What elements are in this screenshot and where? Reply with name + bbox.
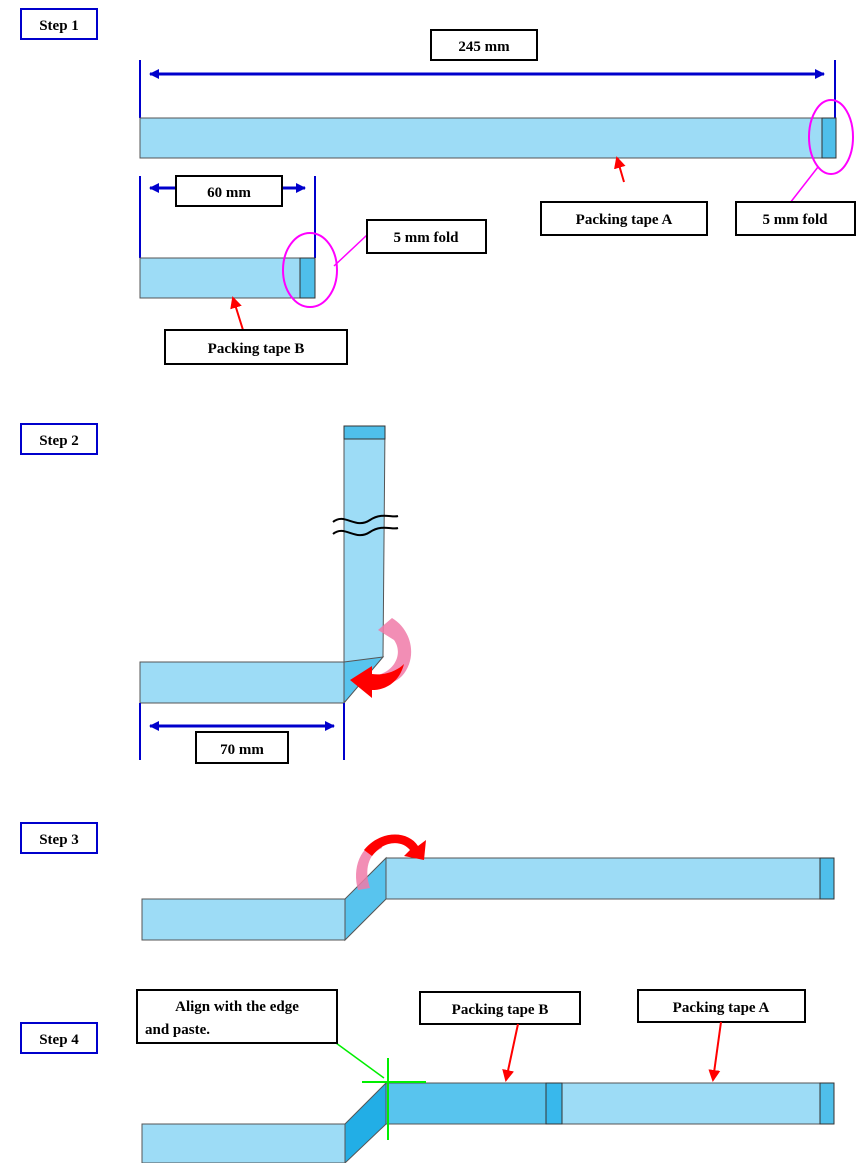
curved-arrow-icon xyxy=(350,618,412,698)
curved-arrow-icon xyxy=(356,834,426,890)
fold-circle-b xyxy=(282,232,338,308)
pointer-arrow-tape-b xyxy=(230,296,244,331)
tape-b-label: Packing tape B xyxy=(164,329,348,365)
step4-badge: Step 4 xyxy=(20,1022,98,1054)
pointer-arrow-tape-a xyxy=(614,156,626,183)
svg-text:Packing tape B: Packing tape B xyxy=(452,1002,549,1018)
svg-text:5 mm fold: 5 mm fold xyxy=(763,212,829,228)
step2-badge: Step 2 xyxy=(20,423,98,455)
dimension-245-label: 245 mm xyxy=(458,39,510,55)
step4-tape xyxy=(141,1081,835,1163)
step1-label: Step 1 xyxy=(39,18,79,34)
dimension-70-label: 70 mm xyxy=(220,742,264,758)
svg-text:Packing tape A: Packing tape A xyxy=(673,1000,770,1016)
step1-badge: Step 1 xyxy=(20,8,98,40)
pointer-arrow-step4-a xyxy=(708,1021,722,1082)
fold-label-a: 5 mm fold xyxy=(735,201,856,236)
step3-badge: Step 3 xyxy=(20,822,98,854)
tape-a-label: Packing tape A xyxy=(540,201,708,236)
step2-tape-horizontal xyxy=(139,656,385,705)
svg-text:Packing tape B: Packing tape B xyxy=(208,341,305,357)
step4-label: Step 4 xyxy=(39,1032,79,1048)
break-wave-icon xyxy=(332,514,399,537)
dimension-60-label: 60 mm xyxy=(207,185,251,201)
dimension-60: 60 mm xyxy=(139,175,316,258)
align-guide xyxy=(335,1042,426,1140)
packing-tape-a xyxy=(139,117,837,159)
pointer-arrow-step4-b xyxy=(502,1023,519,1082)
step4-tape-a-label: Packing tape A xyxy=(637,989,806,1023)
dimension-245: 245 mm xyxy=(139,29,836,118)
svg-text:5 mm fold: 5 mm fold xyxy=(394,230,460,246)
dimension-70: 70 mm xyxy=(139,703,345,764)
step3-label: Step 3 xyxy=(39,832,79,848)
step2-tape-vertical xyxy=(343,425,386,687)
fold-circle-a xyxy=(808,99,854,175)
svg-text:and paste.: and paste. xyxy=(145,1022,210,1038)
step2-label: Step 2 xyxy=(39,433,79,449)
svg-text:Align with the edge: Align with the edge xyxy=(175,999,299,1015)
fold-label-b: 5 mm fold xyxy=(366,219,487,254)
packing-tape-b xyxy=(139,257,316,299)
step4-tape-b-label: Packing tape B xyxy=(419,991,581,1025)
align-note: Align with the edge and paste. xyxy=(136,989,338,1044)
step3-tape xyxy=(141,856,835,942)
svg-text:Packing tape A: Packing tape A xyxy=(576,212,673,228)
